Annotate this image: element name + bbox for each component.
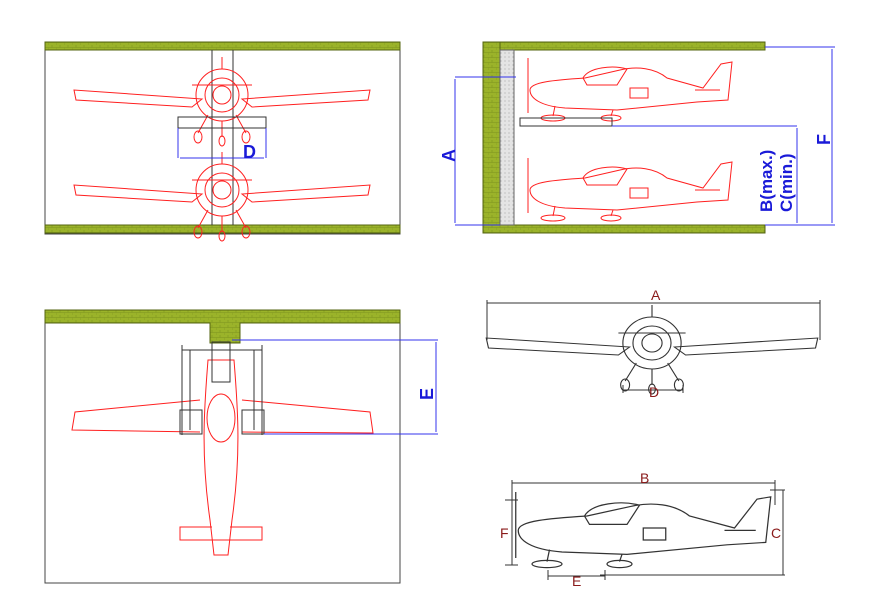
lift-platform: [519, 117, 613, 127]
dimension-a-label: A: [439, 149, 459, 162]
floor: [482, 224, 766, 234]
length-b-label: B: [640, 470, 649, 486]
aircraft-front-view: A D: [485, 287, 821, 400]
aircraft-side-view: B C F E: [500, 470, 785, 589]
ceiling-wall: [482, 41, 766, 51]
hangar-front-view: D: [44, 41, 401, 242]
back-wall: [482, 41, 501, 234]
lift-column: [499, 49, 515, 226]
dimension-c-min-label: C(min.): [777, 153, 796, 212]
height-c-label: C: [771, 525, 781, 541]
span-a-label: A: [651, 287, 661, 303]
upper-aircraft-side: [527, 57, 733, 122]
dimension-b-max-label: B(max.): [757, 150, 776, 212]
dimension-d-label: D: [243, 142, 256, 162]
hangar-side-view: A B(max.) C(min.) F: [439, 41, 835, 234]
upper-aircraft-front: [73, 56, 371, 147]
dimension-e-label: E: [417, 388, 437, 400]
hangar-top-view: E: [44, 309, 438, 584]
ceiling-wall: [44, 41, 401, 51]
aircraft-top: [71, 359, 374, 556]
track-d-label: D: [649, 384, 659, 400]
dimension-f-label: F: [814, 134, 834, 145]
prop-f-label: F: [500, 525, 509, 541]
lower-aircraft-side: [527, 157, 733, 222]
lift-column: [211, 50, 234, 225]
wheelbase-e-label: E: [572, 573, 581, 589]
lift-frame: [179, 341, 265, 435]
dimension-d-line: [177, 128, 267, 159]
wall: [44, 309, 401, 344]
